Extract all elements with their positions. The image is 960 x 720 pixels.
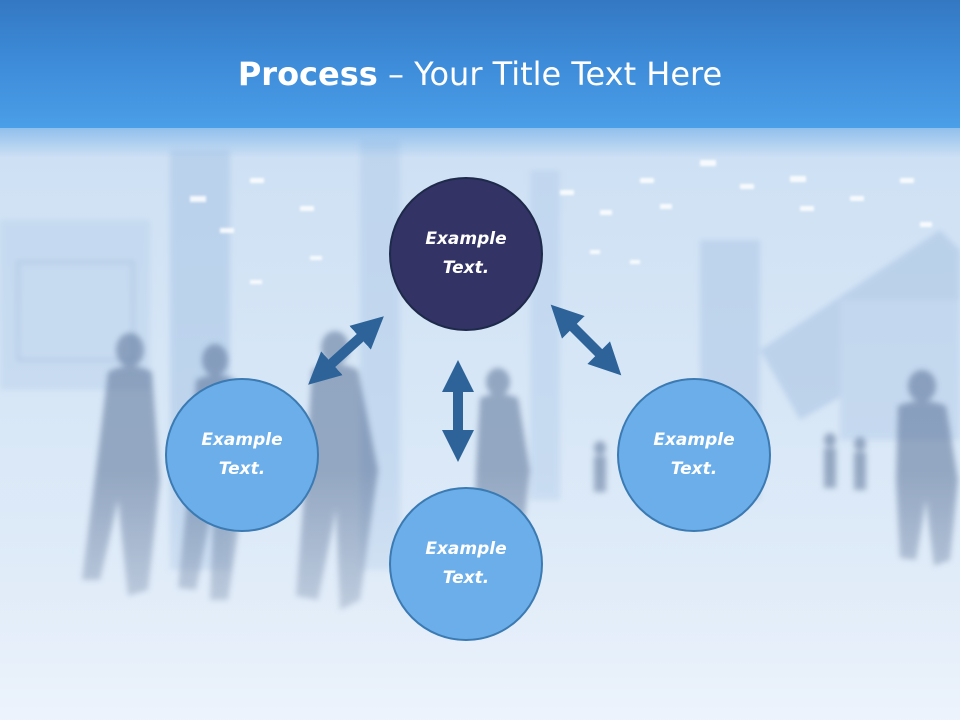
- node-right-line2: Text.: [670, 459, 718, 479]
- slide-title: Process – Your Title Text Here: [0, 52, 960, 96]
- title-rest: – Your Title Text Here: [377, 55, 723, 93]
- arrow-center-right: [550, 304, 622, 376]
- arrow-center-left: [308, 316, 384, 385]
- node-center-line1: Example: [425, 229, 507, 249]
- node-right-line1: Example: [653, 430, 735, 450]
- node-left-line1: Example: [201, 430, 283, 450]
- node-bottom-line1: Example: [425, 539, 507, 559]
- node-center-line2: Text.: [442, 258, 490, 278]
- title-bar: [0, 0, 960, 158]
- title-strong: Process: [237, 55, 378, 93]
- node-left-line2: Text.: [218, 459, 266, 479]
- node-bottom-line2: Text.: [442, 568, 490, 588]
